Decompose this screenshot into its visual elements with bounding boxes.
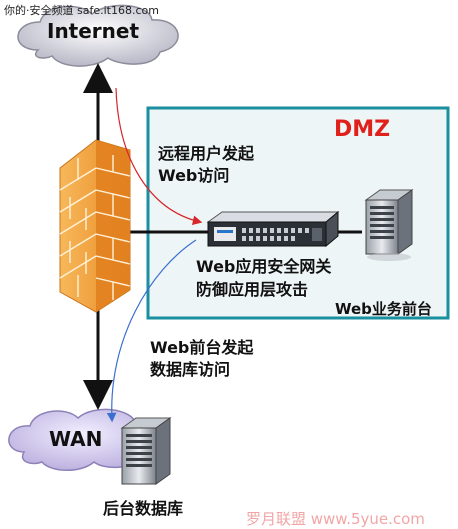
- web-security-gateway: [206, 210, 340, 248]
- wan-label: WAN: [49, 427, 103, 451]
- database-label: 后台数据库: [103, 499, 184, 518]
- internet-cloud: [17, 4, 179, 67]
- gateway-line1: Web应用安全网关: [196, 257, 332, 276]
- bottom-watermark: 罗月联盟 www.5yue.com: [246, 510, 425, 528]
- top-watermark: 你的·安全频道 safe.it168.com: [4, 4, 159, 17]
- remote-request-line1: 远程用户发起: [158, 144, 255, 163]
- gateway-line2: 防御应用层攻击: [196, 280, 309, 299]
- database-server: [120, 417, 172, 485]
- dmz-label: DMZ: [334, 117, 391, 142]
- web-frontend-server: [364, 189, 414, 261]
- firewall: [59, 139, 131, 313]
- db-request-line1: Web前台发起: [150, 338, 254, 357]
- remote-request-arrow: [115, 87, 203, 225]
- db-request-line2: 数据库访问: [150, 360, 231, 379]
- internet-label: Internet: [47, 19, 140, 43]
- web-frontend-label: Web业务前台: [335, 300, 432, 318]
- remote-request-line2: Web访问: [158, 166, 230, 185]
- db-request-arrow: [106, 239, 197, 423]
